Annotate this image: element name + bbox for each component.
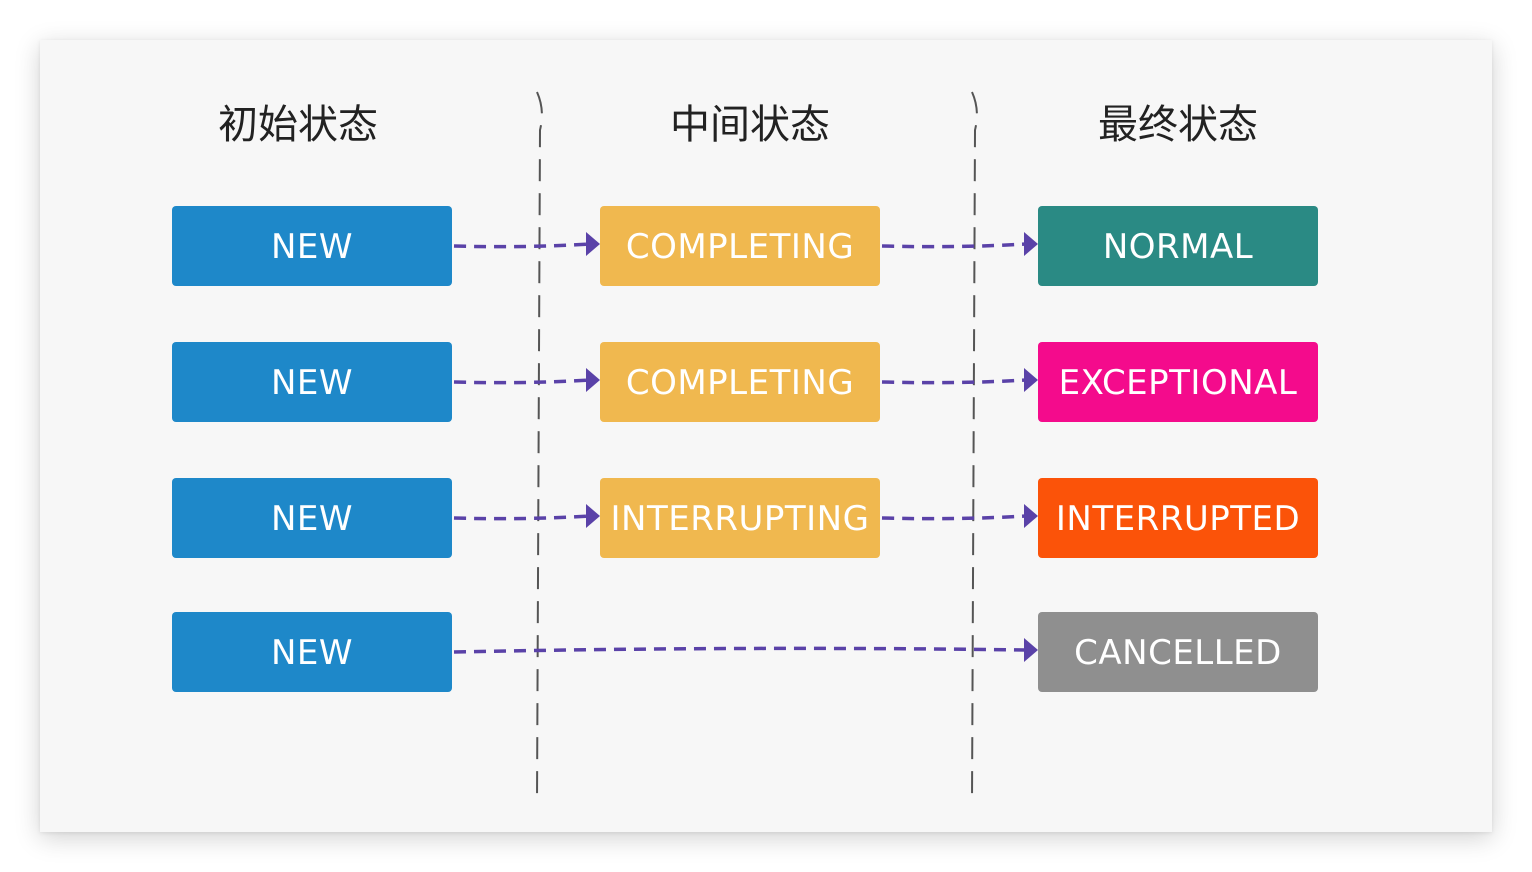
arrow-head-icon [586, 232, 600, 256]
row-1: NEW COMPLETING NORMAL [172, 206, 1318, 286]
diagram-card [40, 40, 1492, 832]
state-box-new [172, 342, 452, 422]
row-3: NEW INTERRUPTING INTERRUPTED [172, 478, 1318, 558]
divider-left [536, 91, 543, 803]
state-box-interrupted [1038, 478, 1318, 558]
state-box-new [172, 206, 452, 286]
state-label-new: NEW [271, 227, 353, 267]
state-label-new: NEW [271, 363, 353, 403]
state-box-completing [600, 342, 880, 422]
arrow-head-icon [1024, 504, 1038, 528]
arrow-head-icon [1024, 232, 1038, 256]
arrow-head-icon [1024, 368, 1038, 392]
state-label-completing: COMPLETING [626, 363, 854, 403]
divider-right [971, 91, 978, 803]
transition-arrow [881, 242, 1027, 249]
state-box-cancelled [1038, 612, 1318, 692]
state-label-normal: NORMAL [1103, 227, 1253, 267]
state-label-exceptional: EXCEPTIONAL [1059, 363, 1298, 403]
transition-arrow [453, 646, 1027, 654]
state-box-normal [1038, 206, 1318, 286]
state-label-completing: COMPLETING [626, 227, 854, 267]
state-box-interrupting [600, 478, 880, 558]
state-label-cancelled: CANCELLED [1074, 633, 1282, 673]
transition-arrow [881, 378, 1027, 385]
arrow-head-icon [1024, 638, 1038, 662]
state-label-interrupted: INTERRUPTED [1056, 499, 1300, 539]
arrow-head-icon [586, 368, 600, 392]
row-2: NEW COMPLETING EXCEPTIONAL [172, 342, 1318, 422]
transition-arrow [881, 514, 1027, 521]
state-box-completing [600, 206, 880, 286]
state-box-new [172, 612, 452, 692]
transition-arrow [453, 378, 591, 385]
state-box-exceptional [1038, 342, 1318, 422]
state-label-new: NEW [271, 499, 353, 539]
transition-arrow [453, 514, 591, 521]
column-title-initial: 初始状态 [218, 102, 378, 148]
state-box-new [172, 478, 452, 558]
arrow-head-icon [586, 504, 600, 528]
column-title-final: 最终状态 [1098, 102, 1258, 148]
transition-arrow [453, 242, 591, 249]
state-label-new: NEW [271, 633, 353, 673]
row-4: NEW CANCELLED [172, 612, 1318, 692]
column-title-intermediate: 中间状态 [670, 102, 830, 148]
state-label-interrupting: INTERRUPTING [611, 499, 870, 539]
